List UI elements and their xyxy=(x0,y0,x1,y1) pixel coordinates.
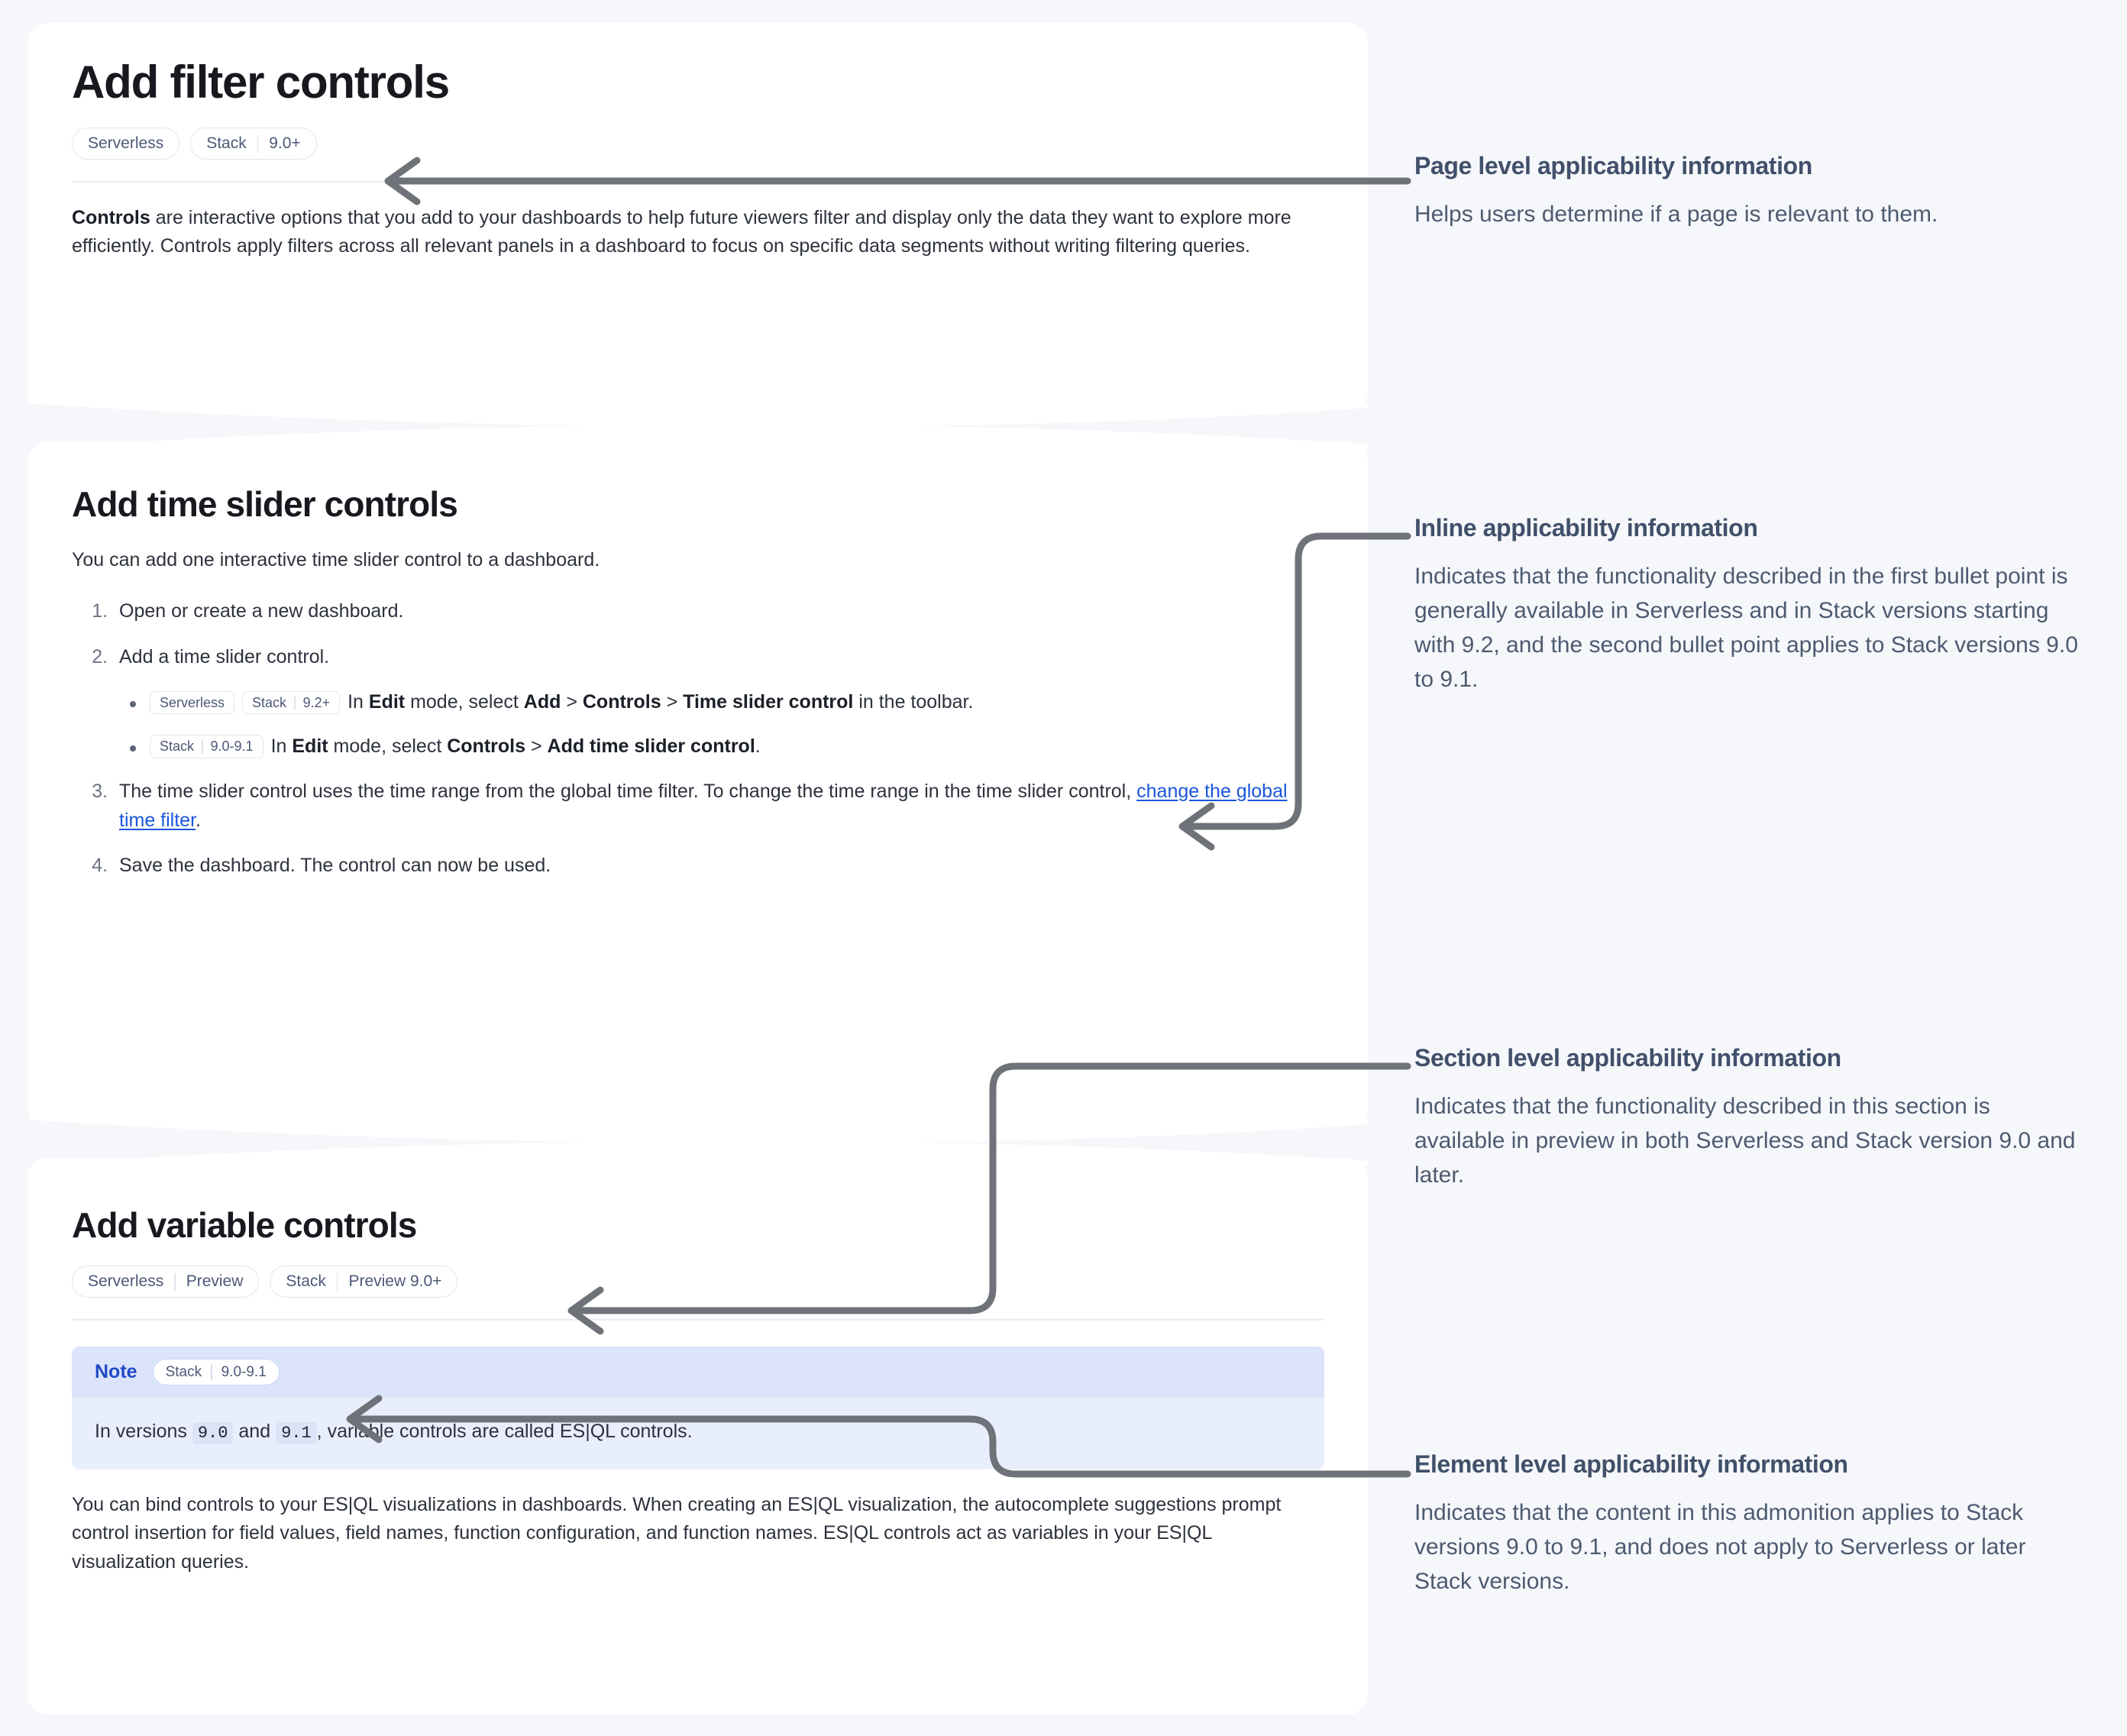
time-slider-section-card: Add time slider controls You can add one… xyxy=(27,441,1368,1129)
substep-bold-time-slider: Time slider control xyxy=(683,691,854,713)
substep-bold-controls: Controls xyxy=(447,735,526,757)
step-item: Save the dashboard. The control can now … xyxy=(113,852,1324,881)
badge-divider xyxy=(336,1272,338,1291)
time-slider-intro: You can add one interactive time slider … xyxy=(72,548,600,571)
time-slider-steps: Open or create a new dashboard. Add a ti… xyxy=(72,597,1324,881)
badge-stack-version[interactable]: Stack 9.0+ xyxy=(190,128,317,160)
substep-bold-edit: Edit xyxy=(368,691,406,713)
note-text-tail: , variable controls are called ES|QL con… xyxy=(316,1421,693,1443)
badge-segment-version: 9.2+ xyxy=(302,694,331,710)
note-badge-stack-range[interactable]: Stack 9.0-9.1 xyxy=(152,1358,280,1386)
variable-controls-section-card: Add variable controls Serverless Preview… xyxy=(27,1158,1368,1715)
annotation-heading: Section level applicability information xyxy=(1414,1044,1841,1072)
note-text-mid: and xyxy=(233,1421,276,1443)
substep-item: Serverless Stack 9.2+ In Edit mode, sele… xyxy=(130,688,1324,717)
step-item: Add a time slider control. Serverless St… xyxy=(113,643,1324,761)
page-applicability-badges: Serverless Stack 9.0+ xyxy=(72,128,1324,160)
badge-segment-lifecycle-version: Preview 9.0+ xyxy=(348,1272,442,1290)
substep-item: Stack 9.0-9.1 In Edit mode, select Contr… xyxy=(130,732,1324,761)
badge-serverless[interactable]: Serverless xyxy=(72,128,180,160)
annotation-body: Indicates that the functionality describ… xyxy=(1414,1094,2076,1188)
page-title: Add filter controls xyxy=(72,57,450,108)
page-header-card: Add filter controls Serverless Stack 9.0… xyxy=(27,23,1368,412)
section-title-variable-controls: Add variable controls xyxy=(72,1205,417,1245)
annotation-body: Indicates that the functionality describ… xyxy=(1414,564,2078,693)
substep-text: In Edit mode, select Controls > Add time… xyxy=(271,732,761,761)
intro-paragraph: Controls are interactive options that yo… xyxy=(72,204,1309,261)
substep-tail: in the toolbar. xyxy=(853,691,974,713)
badge-segment-version: 9.0+ xyxy=(269,134,301,153)
badge-segment-label: Stack xyxy=(286,1272,326,1290)
substep-mid: mode, select xyxy=(328,735,448,757)
substep-sep: > xyxy=(561,691,583,713)
badge-segment-label: Stack xyxy=(160,739,195,755)
substep-bold-add: Add xyxy=(523,691,561,713)
step-text: The time slider control uses the time ra… xyxy=(119,781,1137,803)
badge-segment-version: 9.0-9.1 xyxy=(210,739,254,755)
inline-code-version-90: 9.0 xyxy=(192,1422,234,1445)
inline-badge-stack-version[interactable]: Stack 9.2+ xyxy=(242,690,341,715)
section-applicability-badges: Serverless Preview Stack Preview 9.0+ xyxy=(72,1265,1324,1298)
substep-bold-edit: Edit xyxy=(292,735,328,757)
badge-divider xyxy=(257,134,259,153)
annotation-heading: Inline applicability information xyxy=(1414,514,1758,541)
intro-lead-term: Controls xyxy=(72,206,150,228)
badge-segment-label: Stack xyxy=(252,694,287,710)
annotation-heading: Element level applicability information xyxy=(1414,1450,1848,1478)
badge-serverless-preview[interactable]: Serverless Preview xyxy=(72,1265,260,1298)
step-text: Open or create a new dashboard. xyxy=(119,600,404,622)
inline-badge-serverless[interactable]: Serverless xyxy=(150,690,235,715)
step-tail: . xyxy=(196,809,201,831)
badge-divider xyxy=(202,739,203,755)
substep-bold-controls: Controls xyxy=(582,691,661,713)
badge-segment-label: Serverless xyxy=(160,694,225,710)
substep-text: In Edit mode, select Add > Controls > Ti… xyxy=(347,688,973,717)
badge-divider xyxy=(211,1364,212,1380)
time-slider-substeps: Serverless Stack 9.2+ In Edit mode, sele… xyxy=(119,688,1324,761)
annotation-heading: Page level applicability information xyxy=(1414,152,1812,179)
badge-segment-label: Serverless xyxy=(88,134,164,153)
substep-mid: mode, select xyxy=(405,691,524,713)
documentation-column: Add filter controls Serverless Stack 9.0… xyxy=(27,23,1368,1715)
inline-code-version-91: 9.1 xyxy=(276,1422,317,1445)
note-body: In versions 9.0 and 9.1, variable contro… xyxy=(72,1398,1324,1469)
annotation-body: Indicates that the content in this admon… xyxy=(1414,1500,2026,1595)
substep-sep: > xyxy=(661,691,684,713)
substep-bold-add-time-slider: Add time slider control xyxy=(547,735,755,757)
step-text: Save the dashboard. The control can now … xyxy=(119,855,551,877)
badge-segment-lifecycle: Preview xyxy=(186,1272,244,1290)
note-admonition: Note Stack 9.0-9.1 In versions 9.0 and 9… xyxy=(72,1346,1324,1469)
intro-rest-text: are interactive options that you add to … xyxy=(72,206,1291,257)
variable-controls-paragraph: You can bind controls to your ES|QL visu… xyxy=(72,1493,1282,1573)
note-label: Note xyxy=(95,1361,137,1383)
step-text: Add a time slider control. xyxy=(119,645,330,668)
annotation-page-level: Page level applicability information Hel… xyxy=(1414,151,2087,231)
annotation-section-level: Section level applicability information … xyxy=(1414,1043,2087,1192)
badge-stack-preview-version[interactable]: Stack Preview 9.0+ xyxy=(270,1265,458,1298)
badge-segment-label: Stack xyxy=(165,1363,202,1380)
substep-tail: . xyxy=(755,735,761,757)
step-item: Open or create a new dashboard. xyxy=(113,597,1324,626)
note-header: Note Stack 9.0-9.1 xyxy=(72,1346,1324,1398)
badge-divider xyxy=(294,695,296,710)
substep-sep: > xyxy=(525,735,548,757)
badge-divider xyxy=(174,1272,176,1291)
step-item: The time slider control uses the time ra… xyxy=(113,777,1324,835)
substep-pre: In xyxy=(270,735,293,757)
badge-segment-version: 9.0-9.1 xyxy=(221,1363,267,1380)
header-divider xyxy=(72,181,1324,183)
annotation-element-level: Element level applicability information … xyxy=(1414,1450,2087,1599)
badge-segment-label: Stack xyxy=(206,134,247,153)
badge-segment-label: Serverless xyxy=(88,1272,164,1290)
annotation-body: Helps users determine if a page is relev… xyxy=(1414,202,1938,228)
annotation-inline-level: Inline applicability information Indicat… xyxy=(1414,513,2087,697)
section-title-time-slider: Add time slider controls xyxy=(72,484,458,524)
inline-badge-stack-range[interactable]: Stack 9.0-9.1 xyxy=(150,735,263,758)
note-text-pre: In versions xyxy=(95,1421,192,1443)
section-divider xyxy=(72,1319,1324,1321)
substep-pre: In xyxy=(347,691,369,713)
